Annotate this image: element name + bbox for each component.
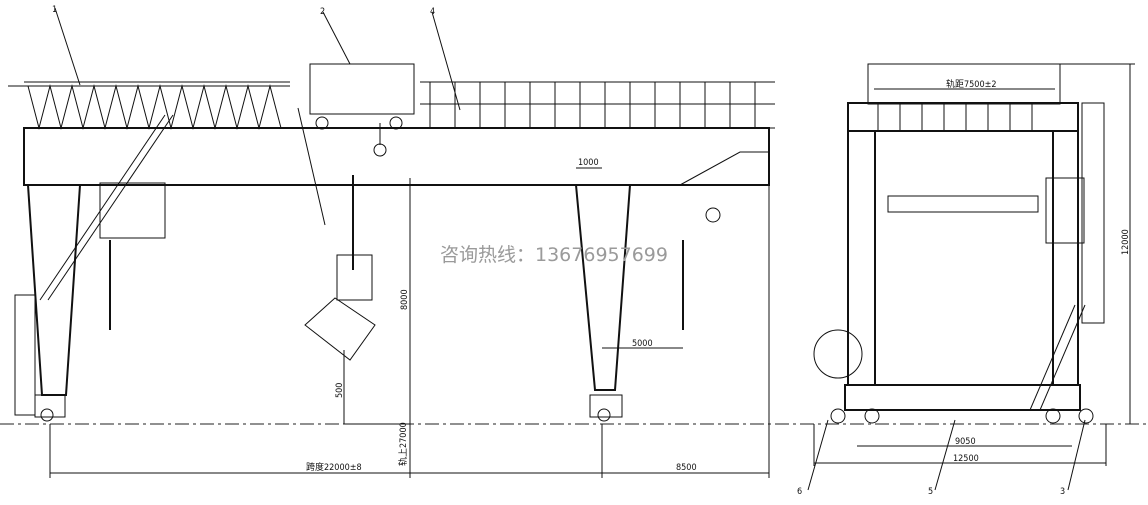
dim-1000: 1000 (578, 158, 599, 168)
callout-3: 3 (1060, 487, 1065, 497)
right-leg (575, 184, 631, 422)
side-view (807, 63, 1135, 491)
front-dimensions (49, 7, 770, 478)
hooks (109, 107, 721, 361)
callout-4: 4 (430, 7, 435, 17)
watermark-hotline: 咨询热线：13676957699 (440, 244, 668, 266)
trolley (309, 63, 415, 130)
dim-cantilever: 8500 (676, 463, 697, 473)
dim-5000: 5000 (632, 339, 653, 349)
dim-rail-level: 轨上27000 (397, 422, 409, 466)
callout-1: 1 (52, 5, 57, 15)
callout-5: 5 (928, 487, 933, 497)
truss-railing (27, 82, 1033, 131)
dim-500: 500 (335, 383, 345, 398)
dim-12500: 12500 (953, 454, 979, 464)
dim-span: 跨度22000±8 (306, 461, 362, 473)
dim-12000: 12000 (1121, 229, 1131, 255)
callout-6: 6 (797, 487, 802, 497)
dim-9050: 9050 (955, 437, 976, 447)
callout-2: 2 (320, 7, 325, 17)
left-leg (14, 114, 174, 422)
dim-8000: 8000 (400, 289, 410, 310)
main-girder (8, 81, 775, 186)
dim-gauge: 轨距7500±2 (946, 78, 997, 90)
